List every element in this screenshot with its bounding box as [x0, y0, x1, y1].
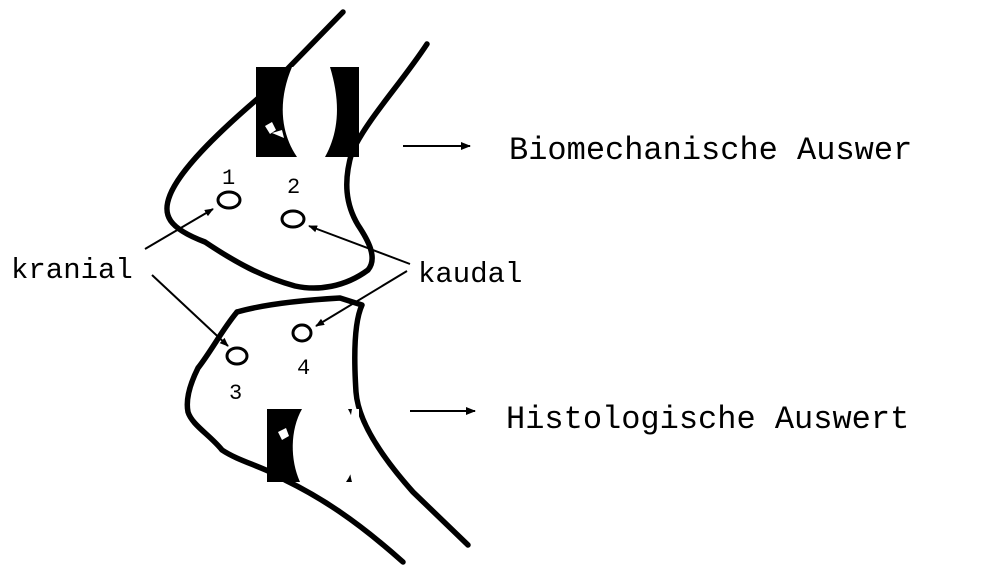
lower-sample-block [267, 409, 359, 482]
site-number-3: 3 [229, 381, 242, 406]
site-number-4: 4 [297, 356, 310, 381]
kranial-label: kranial [11, 254, 133, 287]
site-number-1: 1 [222, 166, 235, 191]
sampling-site-1 [218, 192, 240, 208]
sampling-site-2 [282, 211, 304, 227]
site-number-2: 2 [287, 175, 300, 200]
histology-label: Histologische Auswert [506, 401, 909, 438]
sampling-site-3 [227, 348, 247, 364]
upper-sample-block [256, 67, 359, 157]
kaudal-label: kaudal [418, 258, 522, 291]
biomechanics-label: Biomechanische Auswer [509, 132, 912, 169]
kranial-pointer-to-site-3 [152, 275, 228, 346]
sampling-site-4 [293, 325, 311, 341]
